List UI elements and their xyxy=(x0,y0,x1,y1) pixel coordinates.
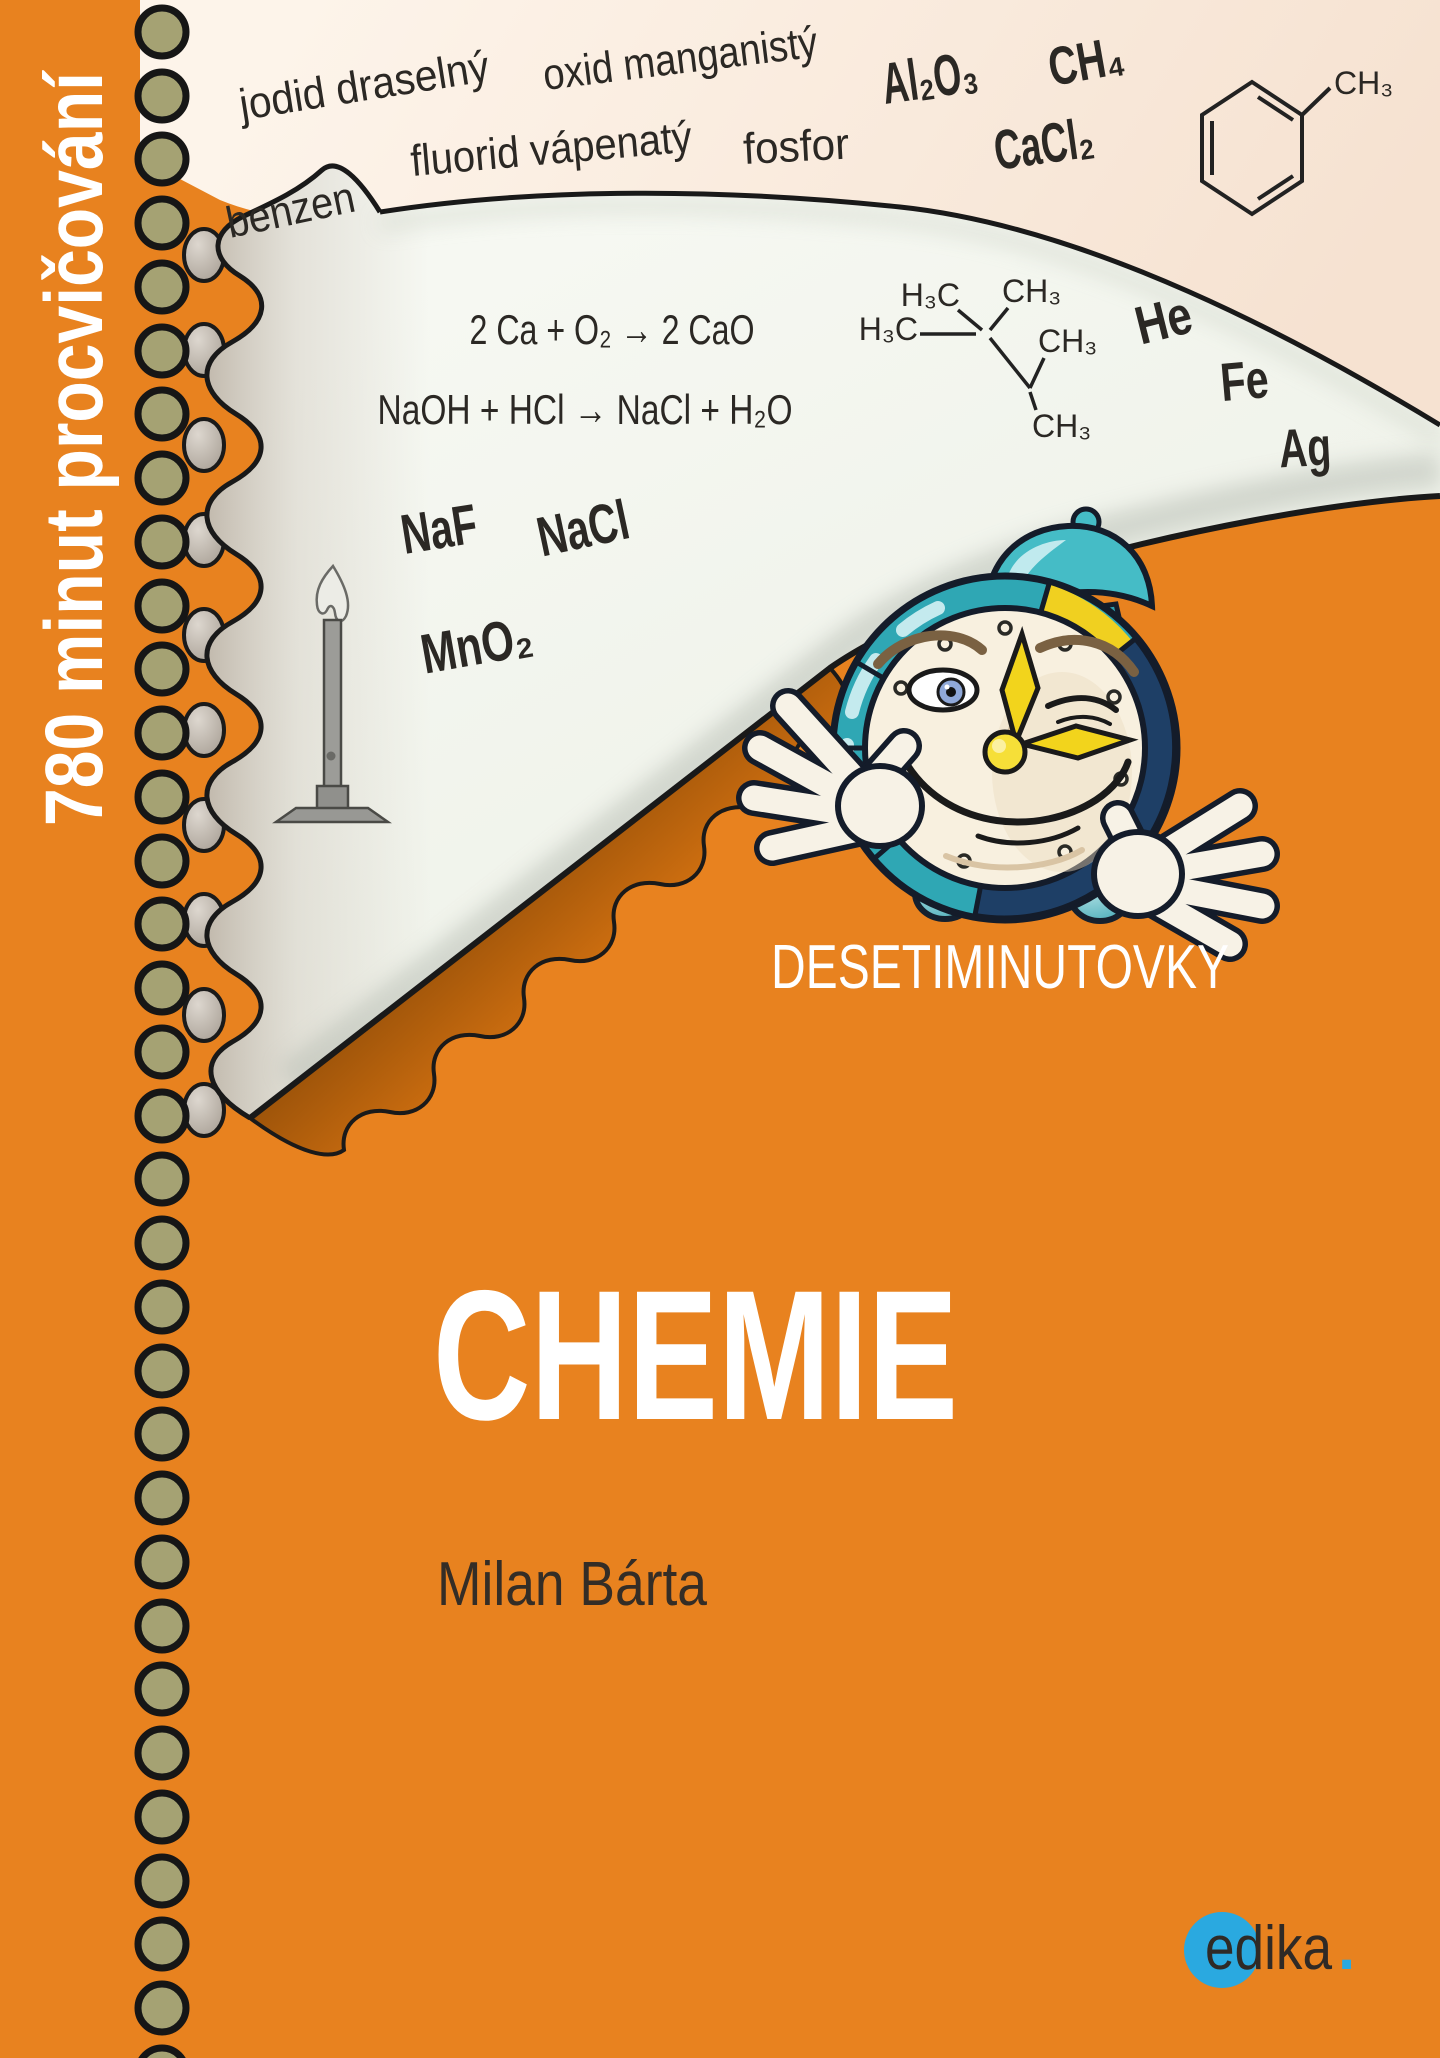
element-ag: Ag xyxy=(1278,417,1333,480)
burner-stem xyxy=(315,784,350,812)
publisher-logo-dot: . xyxy=(1338,1914,1355,1983)
publisher-logo: edika . xyxy=(1184,1912,1355,1988)
clock-winking-eye xyxy=(1045,695,1119,726)
publisher-logo-circle xyxy=(1184,1912,1260,1988)
series-title: DESETIMINUTOVKY xyxy=(771,933,1229,1002)
alarm-clock-character xyxy=(736,506,1280,962)
element-fe: Fe xyxy=(1218,349,1271,413)
book-title: CHEMIE xyxy=(433,1253,958,1459)
clock-hands xyxy=(982,625,1139,775)
iso-h3c-top-left: H₃C xyxy=(901,277,960,313)
isooctane-structure: H₃C CH₃ H₃C CH₃ CH₃ xyxy=(859,273,1098,444)
page-top-edge-outline xyxy=(379,190,1440,428)
iso-h3c-mid-left: H₃C xyxy=(859,311,918,347)
formula-al2o3: Al₂O₃ xyxy=(878,39,982,117)
clock-lower-lip xyxy=(975,825,1081,846)
page-torn-edge-outline xyxy=(204,163,383,1121)
equation-2: NaOH + HCl → NaCl + H₂O xyxy=(378,386,793,433)
spiral-binding xyxy=(134,4,190,2058)
bunsen-burner-illustration xyxy=(272,563,392,824)
formula-cacl2: CaCl₂ xyxy=(990,106,1098,182)
iso-ch3-top-right: CH₃ xyxy=(1002,273,1061,309)
word-fosfor: fosfor xyxy=(742,120,850,174)
formula-naf: NaF xyxy=(396,492,481,566)
author-name: Milan Bárta xyxy=(437,1550,707,1619)
burner-flame xyxy=(315,563,350,623)
clock-hub xyxy=(982,729,1028,775)
clock-hour-hand xyxy=(999,625,1041,750)
iso-ch3-bottom: CH₃ xyxy=(1032,408,1091,444)
clock-minute-hand xyxy=(1013,723,1139,761)
burner-air-hole xyxy=(326,751,336,761)
burner-base xyxy=(272,806,392,824)
benzene-ring-structure xyxy=(1200,79,1332,217)
clock-hub-highlight xyxy=(992,739,1006,753)
clock-left-eyebrow xyxy=(873,630,987,669)
iso-ch3-mid-right: CH₃ xyxy=(1038,323,1097,359)
publisher-logo-text: edika xyxy=(1205,1914,1332,1983)
toluene-ch3-label: CH₃ xyxy=(1334,65,1393,101)
equation-1: 2 Ca + O₂ → 2 CaO xyxy=(470,306,755,353)
clock-open-eye xyxy=(906,667,980,713)
clock-chin-line xyxy=(943,847,1085,871)
clock-right-eyebrow xyxy=(1035,635,1139,677)
clock-smile xyxy=(904,758,1132,826)
cream-top-page xyxy=(140,0,1440,432)
clock-right-hand xyxy=(1091,788,1280,962)
spine-label: 780 minut procvičování xyxy=(29,70,120,826)
clock-left-hand xyxy=(736,688,925,866)
burner-tube xyxy=(322,618,343,792)
formula-ch4: CH₄ xyxy=(1044,26,1129,98)
